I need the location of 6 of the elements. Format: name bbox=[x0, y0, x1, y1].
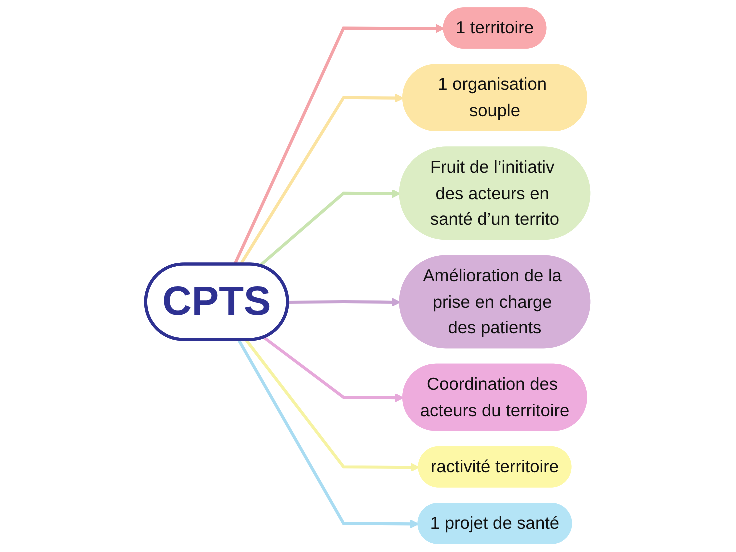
arrow bbox=[238, 339, 420, 529]
arrow bbox=[245, 339, 420, 472]
arrow bbox=[288, 298, 401, 307]
arrow bbox=[259, 189, 401, 268]
arrow bbox=[263, 336, 404, 402]
arrow bbox=[233, 24, 445, 266]
